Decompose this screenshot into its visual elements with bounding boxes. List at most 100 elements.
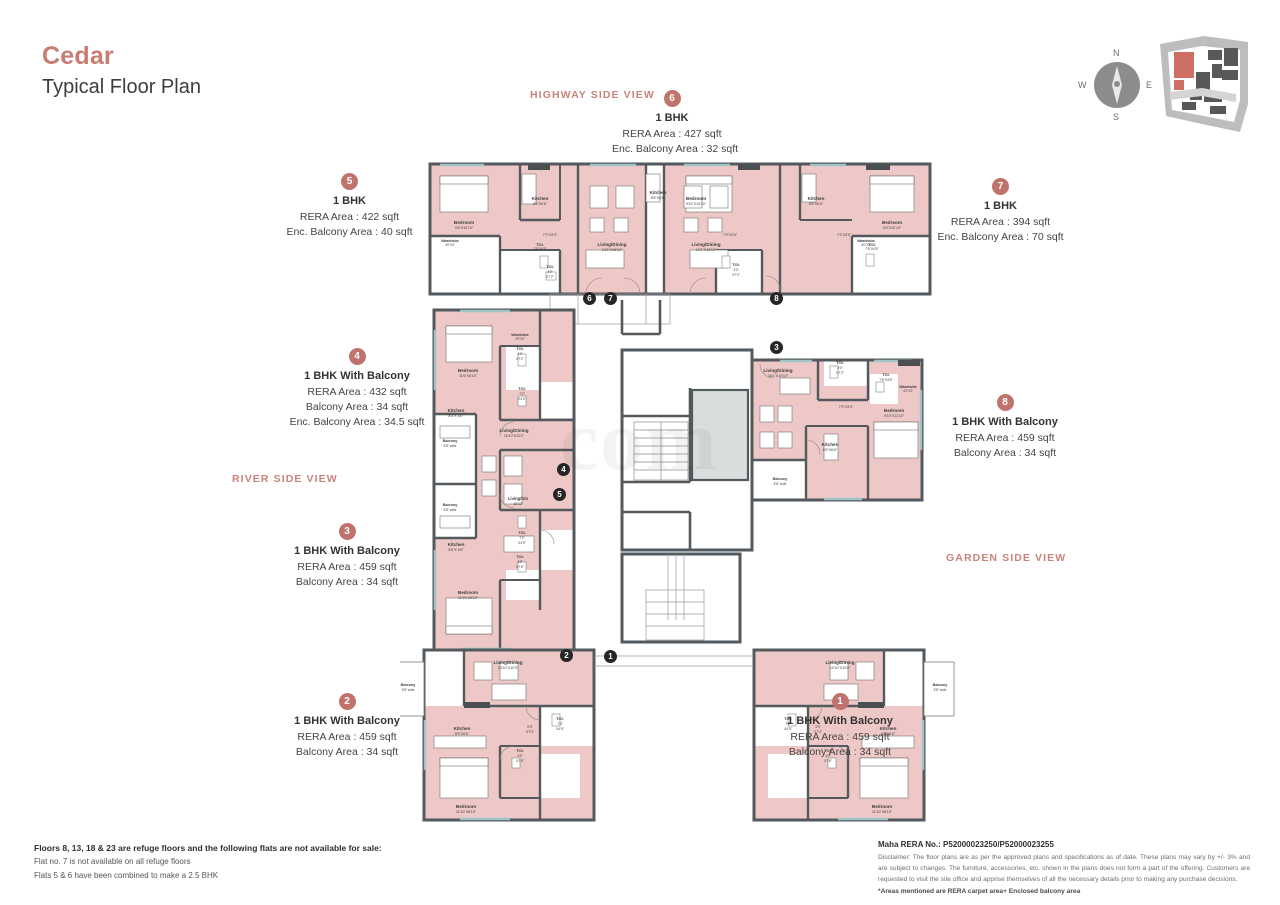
furniture-living xyxy=(585,185,729,269)
svg-text:Kitchen: Kitchen xyxy=(454,726,471,731)
svg-text:4'0"X2': 4'0"X2' xyxy=(445,243,455,247)
staircase-icon xyxy=(633,421,689,481)
svg-text:Kitchen: Kitchen xyxy=(650,190,667,195)
svg-text:Balcony: Balcony xyxy=(443,503,459,507)
svg-text:TOI.: TOI. xyxy=(546,264,554,269)
compass-center-dot-icon xyxy=(1114,81,1120,87)
area-note: *Areas mentioned are RERA carpet area+ E… xyxy=(878,887,1081,895)
unit-type-1: 1 BHK With Balcony xyxy=(787,715,893,727)
svg-text:Kitchen: Kitchen xyxy=(822,442,839,447)
unit-badge-6: 6 xyxy=(663,90,681,107)
staircase-lower-icon xyxy=(645,554,705,641)
svg-text:8'5"X6'6": 8'5"X6'6" xyxy=(455,732,470,736)
svg-text:Wardrobe: Wardrobe xyxy=(441,239,459,243)
svg-text:16'1"X10'10": 16'1"X10'10" xyxy=(768,374,789,378)
unit-rera-1: RERA Area : 459 sqft xyxy=(790,731,890,743)
unit-type-7: 1 BHK xyxy=(983,200,1017,212)
svg-text:Living/Dining: Living/Dining xyxy=(493,660,522,665)
unit-type-2: 1 BHK With Balcony xyxy=(294,715,400,727)
svg-text:7'3"X3'0": 7'3"X3'0" xyxy=(839,405,854,409)
unit-rera-7: RERA Area : 394 sqft xyxy=(950,216,1051,228)
svg-text:Living/Dining: Living/Dining xyxy=(499,428,528,433)
svg-text:10'1"X16'10": 10'1"X16'10" xyxy=(696,248,717,252)
svg-text:Bedroom: Bedroom xyxy=(458,590,478,595)
svg-text:Balcony: Balcony xyxy=(773,477,789,481)
svg-text:TOI.: TOI. xyxy=(516,554,524,559)
svg-text:9'6"X10'10": 9'6"X10'10" xyxy=(455,226,474,230)
svg-text:Kitchen: Kitchen xyxy=(808,196,825,201)
svg-text:TOI.: TOI. xyxy=(556,716,564,721)
svg-text:X4'5": X4'5" xyxy=(784,727,793,731)
unit-rera-5: RERA Area : 422 sqft xyxy=(299,211,400,223)
svg-text:4'0"X2': 4'0"X2' xyxy=(861,243,871,247)
plan-marker-3: 5 xyxy=(553,488,566,501)
site-buildings-shape xyxy=(1182,48,1238,114)
unit-badge-3: 3 xyxy=(338,523,356,540)
plan-marker-1: 1 xyxy=(604,650,617,663)
svg-text:11'10"X8'10": 11'10"X8'10" xyxy=(872,810,893,814)
unit-badge-1: 1 xyxy=(831,693,849,710)
page-title: Cedar Typical Floor Plan xyxy=(42,42,201,99)
svg-text:TOI.: TOI. xyxy=(784,716,792,721)
svg-text:7'3"X3'0": 7'3"X3'0" xyxy=(723,233,738,237)
svg-text:4'0": 4'0" xyxy=(733,268,739,272)
svg-text:4'0": 4'0" xyxy=(517,560,523,564)
unit-rera-3: RERA Area : 459 sqft xyxy=(297,561,397,573)
svg-text:7'3"X3'0": 7'3"X3'0" xyxy=(543,233,558,237)
svg-text:11'10"X8'10": 11'10"X8'10" xyxy=(458,596,479,600)
unit-type-4: 1 BHK With Balcony xyxy=(304,370,410,382)
svg-text:X7'6": X7'6" xyxy=(824,759,833,763)
svg-text:10'1"X16'10": 10'1"X16'10" xyxy=(602,248,623,252)
svg-text:4'0"X2': 4'0"X2' xyxy=(515,337,525,341)
compass-north-label: N xyxy=(1113,48,1120,58)
svg-text:4'0": 4'0" xyxy=(547,270,553,274)
unit-rera-8: RERA Area : 459 sqft xyxy=(955,432,1055,444)
svg-text:X7'6": X7'6" xyxy=(516,565,525,569)
svg-text:8'5"X6'6": 8'5"X6'6" xyxy=(881,732,896,736)
unit-callout-3: 3 1 BHK With Balcony RERA Area : 459 sqf… xyxy=(282,523,412,590)
compass-south-label: S xyxy=(1113,112,1120,122)
footer-refuge-notes: Floors 8, 13, 18 & 23 are refuge floors … xyxy=(34,841,454,883)
svg-text:X7'2": X7'2" xyxy=(732,273,741,277)
unit-badge-5: 5 xyxy=(341,173,358,190)
svg-text:TOI.: TOI. xyxy=(516,748,524,753)
refuge-note-2: Flats 5 & 6 have been combined to make a… xyxy=(34,871,219,881)
svg-text:11'10"X8'10": 11'10"X8'10" xyxy=(456,810,477,814)
svg-text:5'8" wide: 5'8" wide xyxy=(934,688,947,692)
svg-text:X7'3": X7'3" xyxy=(526,730,535,734)
svg-text:4'0": 4'0" xyxy=(517,754,523,758)
plan-marker-7: 8 xyxy=(770,292,783,305)
svg-text:4'0"X2': 4'0"X2' xyxy=(903,389,913,393)
svg-text:16'10": 16'10" xyxy=(513,502,523,506)
side-view-highway-label: HIGHWAY SIDE VIEW xyxy=(530,89,655,101)
svg-text:8'5"X6'6": 8'5"X6'6" xyxy=(651,196,666,200)
unit-encbalcony-5: Enc. Balcony Area : 40 sqft xyxy=(286,226,413,239)
svg-text:TOI.: TOI. xyxy=(536,242,544,247)
refuge-note-1: Flat no. 7 is not available on all refug… xyxy=(34,857,191,867)
side-view-river-label: RIVER SIDE VIEW xyxy=(232,473,338,485)
svg-text:TOI.: TOI. xyxy=(518,530,526,535)
svg-text:X4'5": X4'5" xyxy=(556,727,565,731)
rera-number: Maha RERA No.: P52000023250/P52000023255 xyxy=(878,840,1054,849)
svg-text:X7'3": X7'3" xyxy=(814,730,823,734)
unit-balcony-2: Balcony Area : 34 sqft xyxy=(295,746,399,759)
compass-west-label: W xyxy=(1078,80,1087,90)
svg-text:TOI.: TOI. xyxy=(836,360,844,365)
svg-text:7'2": 7'2" xyxy=(519,536,525,540)
unit-encbalcony-7: Enc. Balcony Area : 70 sqft xyxy=(937,231,1064,244)
plan-right-wing: Living/Dining 16'1"X10'10" TOI. 4'0" X7'… xyxy=(750,358,924,502)
furniture-bed xyxy=(439,175,915,213)
svg-text:Bedroom: Bedroom xyxy=(456,804,476,809)
svg-text:X4'5": X4'5" xyxy=(518,541,527,545)
svg-text:10'10"X10'0": 10'10"X10'0" xyxy=(498,666,519,670)
svg-text:Wardrobe: Wardrobe xyxy=(857,239,875,243)
svg-text:7'3"X3'0": 7'3"X3'0" xyxy=(837,233,852,237)
svg-text:Kitchen: Kitchen xyxy=(880,726,897,731)
svg-text:16'10"X10'1": 16'10"X10'1" xyxy=(504,434,525,438)
svg-text:Living/Din: Living/Din xyxy=(508,496,529,501)
furniture-kitchen xyxy=(521,173,817,205)
unit-callout-5: 5 1 BHK RERA Area : 422 sqft Enc. Balcon… xyxy=(272,173,427,240)
svg-text:Bedroom: Bedroom xyxy=(454,220,474,225)
compass-east-label: E xyxy=(1146,80,1153,90)
svg-text:Living/Dining: Living/Dining xyxy=(691,242,720,247)
